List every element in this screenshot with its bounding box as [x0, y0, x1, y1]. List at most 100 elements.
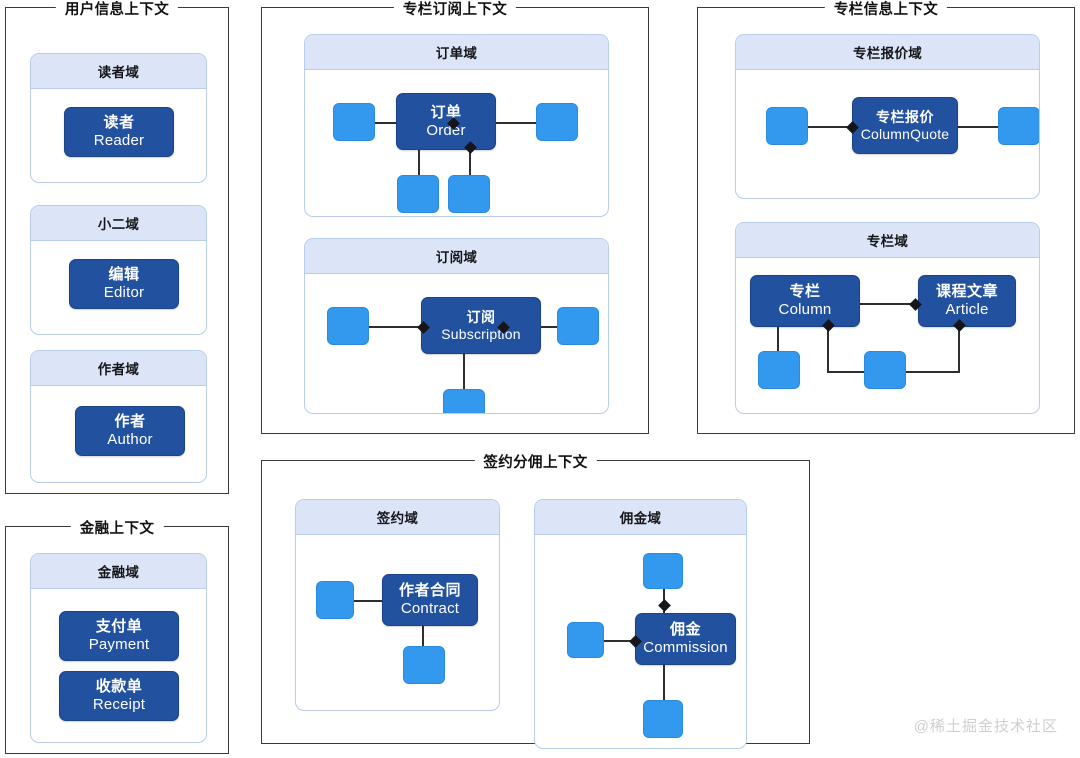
domain-subscription: 订阅域 订阅 Subscription: [304, 238, 609, 414]
connector-subscription-left: [367, 326, 427, 328]
aggregate-column-quote[interactable]: 专栏报价 ColumnQuote: [852, 97, 958, 154]
aggregate-order-en: Order: [426, 121, 466, 139]
aggregate-reader-en: Reader: [93, 132, 145, 149]
entity-column-article-shared[interactable]: [864, 351, 906, 389]
context-title-user-info: 用户信息上下文: [55, 0, 179, 19]
aggregate-article[interactable]: 课程文章 Article: [918, 275, 1016, 327]
connector-column-bottom-left: [777, 325, 779, 371]
connector-commission-bottom: [663, 660, 665, 708]
context-title-finance: 金融上下文: [70, 517, 164, 538]
aggregate-commission-en: Commission: [643, 639, 728, 656]
aggregate-article-cn: 课程文章: [935, 283, 998, 301]
connector-column-quote-right: [952, 126, 1000, 128]
context-contract-commission: 签约分佣上下文 签约域 作者合同 Contract 佣金域: [261, 451, 810, 749]
domain-title-editor: 小二域: [31, 206, 206, 241]
entity-column-quote-right[interactable]: [998, 107, 1039, 145]
connector-order-right: [456, 122, 556, 124]
connector-shared-to-article-v: [958, 325, 960, 373]
domain-title-author: 作者域: [31, 351, 206, 386]
domain-body-subscription: 订阅 Subscription: [305, 274, 608, 413]
entity-order-bottom-right[interactable]: [448, 175, 490, 213]
entity-subscription-bottom[interactable]: [443, 389, 485, 413]
aggregate-author[interactable]: 作者 Author: [75, 406, 185, 456]
aggregate-payment-en: Payment: [88, 636, 150, 653]
domain-title-finance: 金融域: [31, 554, 206, 589]
entity-order-bottom-left[interactable]: [397, 175, 439, 213]
entity-subscription-right[interactable]: [557, 307, 599, 345]
domain-title-order: 订单域: [305, 35, 608, 70]
domain-body-contract: 作者合同 Contract: [296, 535, 499, 710]
watermark: @稀土掘金技术社区: [913, 718, 1058, 735]
aggregate-column-quote-cn: 专栏报价: [876, 108, 934, 125]
connector-shared-to-column-v: [827, 325, 829, 373]
aggregate-receipt[interactable]: 收款单 Receipt: [59, 671, 179, 721]
domain-title-commission: 佣金域: [535, 500, 746, 535]
connector-column-quote-left: [806, 126, 856, 128]
domain-author: 作者域 作者 Author: [30, 350, 207, 483]
aggregate-editor-en: Editor: [103, 284, 145, 301]
context-user-info: 用户信息上下文 读者域 读者 Reader 小二域 编辑 Editor 作者域 …: [5, 0, 229, 494]
aggregate-order-box[interactable]: 订单 Order: [396, 93, 496, 150]
connector-shared-to-article-h: [902, 371, 960, 373]
domain-title-reader: 读者域: [31, 54, 206, 89]
entity-contract-bottom[interactable]: [403, 646, 445, 684]
aggregate-column[interactable]: 专栏 Column: [750, 275, 860, 327]
domain-body-commission: 佣金 Commission: [535, 535, 746, 748]
domain-body-reader: 读者 Reader: [31, 89, 206, 182]
connector-commission-left: [601, 640, 639, 642]
context-column-subscription: 专栏订阅上下文 订单域 订单 Order 订阅域: [261, 0, 649, 434]
aggregate-column-quote-en: ColumnQuote: [860, 125, 950, 142]
entity-order-left[interactable]: [333, 103, 375, 141]
domain-body-column: 专栏 Column 课程文章 Article: [736, 258, 1039, 413]
domain-title-column-quote: 专栏报价域: [736, 35, 1039, 70]
entity-commission-left[interactable]: [567, 622, 604, 658]
entity-subscription-left[interactable]: [327, 307, 369, 345]
aggregate-contract-en: Contract: [400, 600, 460, 617]
aggregate-column-cn: 专栏: [789, 283, 821, 301]
entity-contract-left[interactable]: [316, 581, 354, 619]
aggregate-article-en: Article: [945, 301, 989, 318]
context-column-info: 专栏信息上下文 专栏报价域 专栏报价 ColumnQuote 专栏域: [697, 0, 1075, 434]
context-title-contract-commission: 签约分佣上下文: [474, 451, 597, 472]
domain-order: 订单域 订单 Order: [304, 34, 609, 217]
domain-title-column: 专栏域: [736, 223, 1039, 258]
connector-shared-to-column-h: [827, 371, 864, 373]
aggregate-reader-cn: 读者: [103, 114, 135, 132]
aggregate-author-cn: 作者: [114, 413, 146, 431]
aggregate-subscription-cn: 订阅: [466, 308, 496, 325]
connector-contract-left: [348, 600, 386, 602]
entity-column-child[interactable]: [758, 351, 800, 389]
domain-title-contract: 签约域: [296, 500, 499, 535]
entity-commission-bottom[interactable]: [643, 700, 683, 738]
domain-body-author: 作者 Author: [31, 386, 206, 482]
aggregate-order-cn: 订单: [430, 103, 462, 121]
domain-body-finance: 支付单 Payment 收款单 Receipt: [31, 589, 206, 742]
aggregate-contract[interactable]: 作者合同 Contract: [382, 574, 478, 626]
context-finance: 金融上下文 金融域 支付单 Payment 收款单 Receipt: [5, 517, 229, 754]
domain-commission: 佣金域 佣金 Commission: [534, 499, 747, 749]
domain-column: 专栏域 专栏 Column 课程文章: [735, 222, 1040, 414]
domain-body-editor: 编辑 Editor: [31, 241, 206, 334]
aggregate-contract-cn: 作者合同: [398, 582, 461, 600]
aggregate-commission[interactable]: 佣金 Commission: [635, 613, 736, 665]
domain-body-order: 订单 Order: [305, 70, 608, 216]
aggregate-editor[interactable]: 编辑 Editor: [69, 259, 179, 309]
domain-column-quote: 专栏报价域 专栏报价 ColumnQuote: [735, 34, 1040, 199]
diamond-commission-top: [657, 599, 671, 612]
entity-column-quote-left[interactable]: [766, 107, 808, 145]
aggregate-subscription[interactable]: 订阅 Subscription: [421, 297, 541, 354]
connector-commission-top: [663, 575, 665, 620]
connector-column-to-article: [858, 303, 920, 305]
aggregate-reader[interactable]: 读者 Reader: [64, 107, 174, 157]
domain-contract: 签约域 作者合同 Contract: [295, 499, 500, 711]
entity-commission-top[interactable]: [643, 553, 683, 589]
context-title-column-subscription: 专栏订阅上下文: [393, 0, 517, 19]
aggregate-payment[interactable]: 支付单 Payment: [59, 611, 179, 661]
aggregate-receipt-en: Receipt: [92, 696, 146, 713]
domain-body-column-quote: 专栏报价 ColumnQuote: [736, 70, 1039, 198]
connector-subscription-bottom: [463, 326, 465, 393]
entity-order-right[interactable]: [536, 103, 578, 141]
domain-reader: 读者域 读者 Reader: [30, 53, 207, 183]
domain-title-subscription: 订阅域: [305, 239, 608, 274]
aggregate-author-en: Author: [107, 431, 153, 448]
